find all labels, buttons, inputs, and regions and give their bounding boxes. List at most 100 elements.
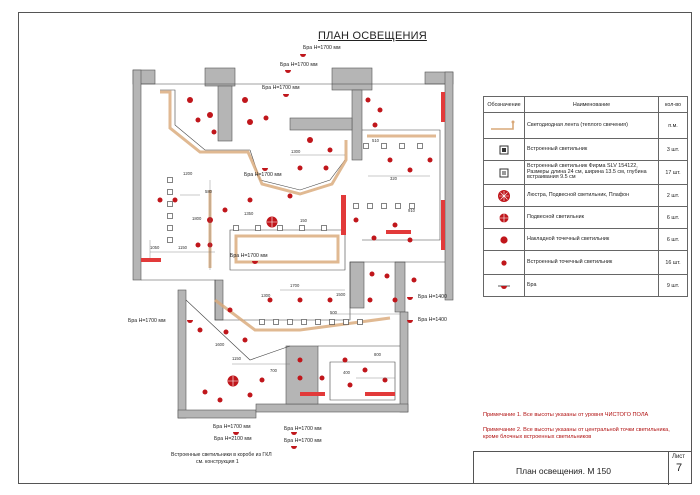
recessed-square-light bbox=[395, 203, 401, 209]
recessed-square-light bbox=[287, 319, 293, 325]
recessed-square-light bbox=[363, 143, 369, 149]
label-top1: Бра H=1700 мм bbox=[303, 45, 341, 51]
spot-light bbox=[427, 157, 433, 163]
spot-light bbox=[362, 367, 368, 373]
legend-qty: 2 шт. bbox=[658, 184, 688, 207]
label-top3: Бра H=1700 мм bbox=[262, 85, 300, 91]
label-note-a: Встроенные светильники в коробе из ГКЛ bbox=[171, 452, 272, 458]
legend-row: Люстра, Подвесной светильник, Плафон 2 ш… bbox=[483, 184, 688, 207]
dim-10: 510 bbox=[372, 138, 380, 143]
label-right1: Бра H=1400 bbox=[418, 294, 447, 300]
spot-light bbox=[411, 277, 417, 283]
spot-light bbox=[367, 297, 373, 303]
recessed-square-light bbox=[255, 225, 261, 231]
recessed-spot-icon bbox=[483, 250, 525, 275]
recessed-square-light bbox=[417, 143, 423, 149]
spot-light bbox=[195, 117, 201, 123]
spot-light bbox=[407, 237, 413, 243]
spot-light bbox=[157, 197, 163, 203]
wall-col-3 bbox=[289, 117, 353, 131]
spot-light bbox=[342, 357, 348, 363]
accent-1 bbox=[441, 92, 445, 122]
accent-2 bbox=[441, 200, 445, 250]
note-2a: Примечание 2. Все высоты указаны от цент… bbox=[483, 426, 670, 433]
lamp-layer bbox=[157, 97, 433, 403]
recessed-square-light bbox=[301, 319, 307, 325]
legend-row: Встроенный светильник 3 шт. bbox=[483, 138, 688, 161]
legend-header: Обозначение Наименование кол-во bbox=[483, 96, 688, 113]
legend-name: Бра bbox=[524, 274, 659, 297]
legend-table: Обозначение Наименование кол-во Светодио… bbox=[483, 96, 688, 297]
legend-qty: 16 шт. bbox=[658, 250, 688, 275]
slv-recessed-icon bbox=[483, 160, 525, 185]
legend-name: Накладной точечный светильник bbox=[524, 228, 659, 251]
spot-light bbox=[242, 97, 248, 103]
spot-light bbox=[407, 167, 413, 173]
sconce-light bbox=[283, 94, 289, 97]
accent-5 bbox=[365, 392, 395, 396]
spot-light bbox=[319, 375, 325, 381]
label-top2: Бра H=1700 мм bbox=[280, 62, 318, 68]
legend-qty: 17 шт. bbox=[658, 160, 688, 185]
note-1: Примечание 1. Все высоты указаны от уров… bbox=[483, 412, 649, 418]
spot-light bbox=[297, 375, 303, 381]
dim-5: 150 bbox=[300, 218, 308, 223]
spot-light bbox=[323, 165, 329, 171]
spot-light bbox=[187, 97, 193, 103]
legend-row: Светодиодная лента (теплого свечения) п.… bbox=[483, 112, 688, 139]
legend-name: Встроенный светильник Фирма SLV 154122, … bbox=[524, 160, 659, 185]
interior-outline-2 bbox=[141, 261, 445, 321]
interior-outline-5 bbox=[160, 89, 250, 151]
spot-light bbox=[392, 297, 398, 303]
spot-light bbox=[259, 377, 265, 383]
spot-light bbox=[327, 297, 333, 303]
spot-light bbox=[217, 397, 223, 403]
spot-light bbox=[247, 392, 253, 398]
sconce-light bbox=[252, 261, 258, 264]
legend-name: Встроенный светильник bbox=[524, 138, 659, 161]
interior-outline-3 bbox=[185, 299, 291, 361]
recessed-square-light bbox=[167, 237, 173, 243]
recessed-square-light bbox=[273, 319, 279, 325]
spot-light bbox=[227, 307, 233, 313]
plan-title: ПЛАН ОСВЕЩЕНИЯ bbox=[318, 30, 427, 42]
wall-bottom bbox=[177, 409, 257, 419]
dim-1: 1150 bbox=[178, 245, 188, 250]
dim-2: 1600 bbox=[215, 342, 225, 347]
spot-light bbox=[207, 112, 213, 118]
spot-light bbox=[287, 193, 293, 199]
legend-name: Светодиодная лента (теплого свечения) bbox=[524, 112, 659, 139]
recessed-square-light bbox=[329, 319, 335, 325]
recessed-square-layer bbox=[167, 143, 423, 325]
sconce-layer bbox=[187, 54, 413, 449]
legend-header-symbol: Обозначение bbox=[483, 96, 525, 113]
legend-row: Накладной точечный светильник 6 шт. bbox=[483, 228, 688, 251]
label-bottom3: Бра H=1700 мм bbox=[284, 426, 322, 432]
walls bbox=[132, 67, 454, 419]
notes: Примечание 1. Все высоты указаны от уров… bbox=[483, 412, 670, 441]
dim-18: 800 bbox=[374, 352, 382, 357]
led-strip-2 bbox=[234, 234, 340, 264]
dim-15: 400 bbox=[343, 370, 351, 375]
legend-header-qty: кол-во bbox=[658, 96, 688, 113]
accent-7 bbox=[386, 230, 411, 234]
label-note-b: см. конструкция 1 bbox=[196, 459, 239, 465]
chandelier-cross bbox=[267, 217, 277, 227]
recessed-square-light bbox=[167, 177, 173, 183]
interior-outline-7 bbox=[362, 129, 441, 241]
legend-name: Люстра, Подвесной светильник, Плафон bbox=[524, 184, 659, 207]
drawing-frame bbox=[18, 12, 692, 484]
sheet-number: 7 bbox=[676, 462, 683, 474]
legend-row: Подвесной светильник 6 шт. bbox=[483, 206, 688, 229]
recessed-square-light bbox=[259, 319, 265, 325]
dim-6: 1700 bbox=[290, 283, 300, 288]
accent-6 bbox=[300, 392, 325, 396]
dim-3: 1200 bbox=[183, 171, 193, 176]
dim-12: 1800 bbox=[192, 216, 202, 221]
spot-light bbox=[384, 273, 390, 279]
sconce-light bbox=[285, 70, 291, 73]
chandelier-icon bbox=[483, 184, 525, 207]
sconce-light bbox=[262, 168, 268, 171]
spot-light bbox=[247, 119, 253, 125]
